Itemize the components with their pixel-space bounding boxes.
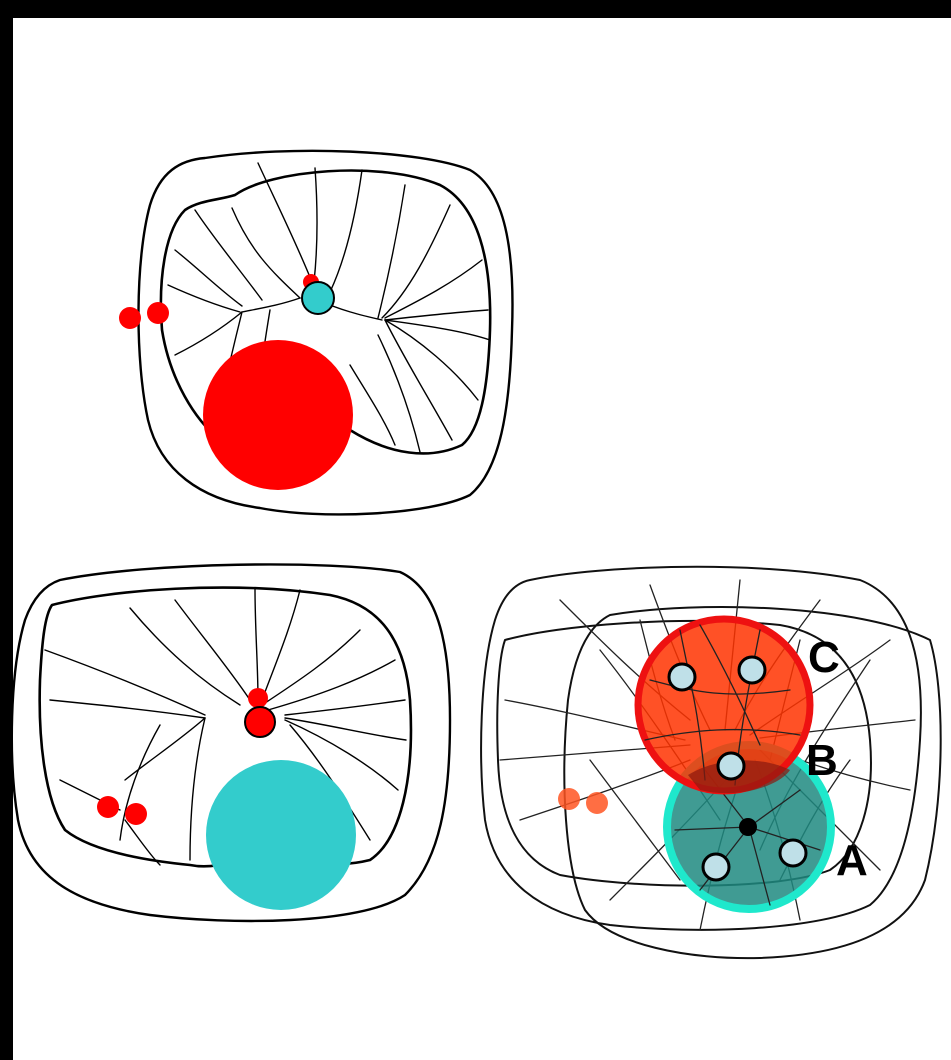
- label-b: B: [806, 736, 838, 785]
- disc-a-center-dot: [739, 818, 757, 836]
- bottom-left-tooth-small-red-dot: [248, 688, 268, 708]
- bottom-left-tooth-side-red-dot-2: [125, 803, 147, 825]
- label-c: C: [808, 633, 840, 682]
- top-tooth-cyan-dot: [302, 282, 334, 314]
- disc-a-light-dot-2: [780, 840, 806, 866]
- top-tooth-large-red-disc: [203, 340, 353, 490]
- label-a: A: [836, 836, 868, 885]
- overlay-side-dot-1: [558, 788, 580, 810]
- top-tooth-side-red-dot-2: [147, 302, 169, 324]
- bottom-left-tooth-side-red-dot-1: [97, 796, 119, 818]
- bottom-left-tooth-large-cyan-disc: [206, 760, 356, 910]
- top-tooth-side-red-dot-1: [119, 307, 141, 329]
- page-background: [13, 18, 951, 1060]
- disc-c-light-dot-2: [739, 657, 765, 683]
- disc-b-light-dot: [718, 753, 744, 779]
- disc-a-light-dot-1: [703, 854, 729, 880]
- bottom-left-tooth-red-marker: [245, 707, 275, 737]
- overlay-side-dot-2: [586, 792, 608, 814]
- disc-c-light-dot-1: [669, 664, 695, 690]
